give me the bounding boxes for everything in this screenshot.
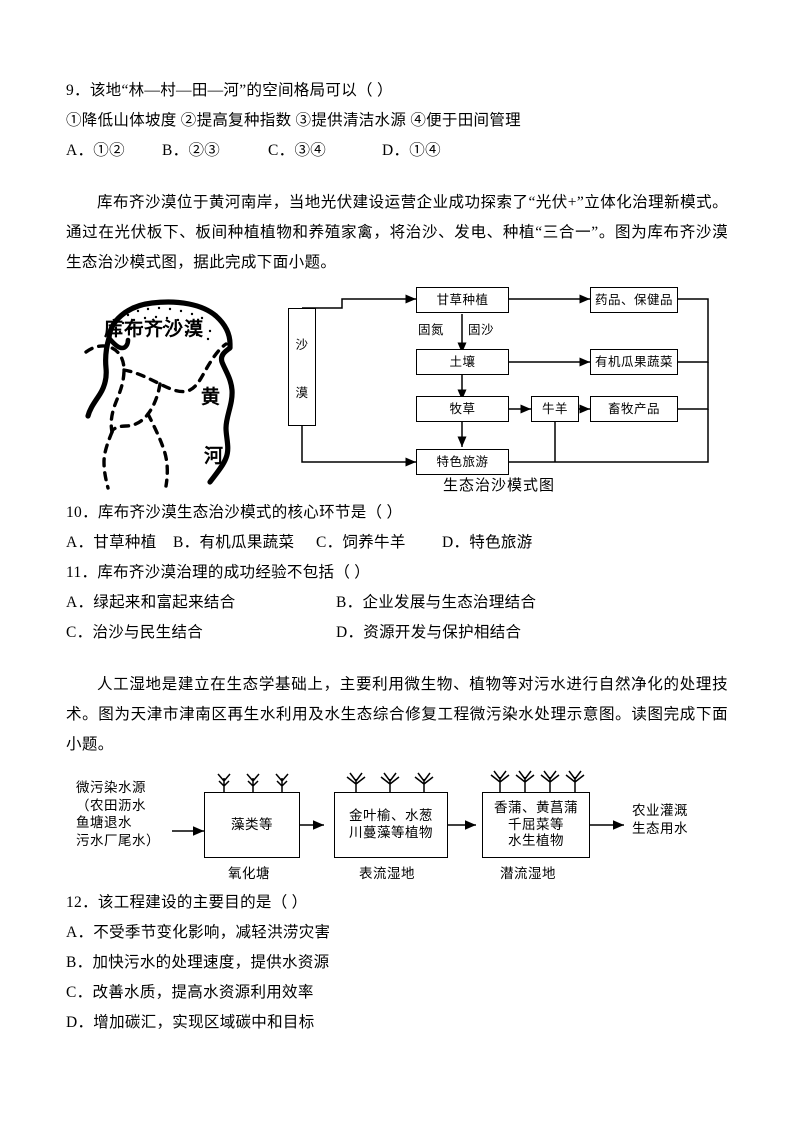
question-9-options: A．①② B．②③ C．③④ D．①④ xyxy=(66,136,728,166)
wetland-arrow-2 xyxy=(300,820,324,830)
map-label-desert-name: 库布齐沙漠 xyxy=(104,318,205,340)
kubuqi-map-outline xyxy=(84,299,235,490)
sand-stipple xyxy=(118,306,212,341)
grass-icon-subsurface-wetland xyxy=(490,770,585,792)
grass-icon-surface-wetland xyxy=(346,772,434,793)
question-12-option-a[interactable]: A．不受季节变化影响，减轻洪涝灾害 xyxy=(66,924,331,941)
wetland-stage-2-caption: 表流湿地 xyxy=(359,866,415,882)
flow-node-cattle: 牛羊 xyxy=(531,396,579,422)
flowchart-caption: 生态治沙模式图 xyxy=(443,476,556,494)
flow-node-tourism: 特色旅游 xyxy=(416,449,509,475)
question-9-option-d[interactable]: D．①④ xyxy=(382,142,441,159)
wetland-stage-1-box: 藻类等 xyxy=(204,792,300,858)
page-content: 9．该地“林—村—田—河”的空间格局可以（ ） ①降低山体坡度 ②提高复种指数 … xyxy=(66,76,728,1038)
eco-flowchart: 沙 漠 甘草种植 固氮 固沙 土壤 牧草 特色旅游 牛羊 药品、保健品 有机瓜果… xyxy=(278,286,728,498)
question-11-options-row-1: A．绿起来和富起来结合 B．企业发展与生态治理结合 xyxy=(66,588,728,618)
question-10-stem: 10．库布齐沙漠生态治沙模式的核心环节是（ ） xyxy=(66,504,403,521)
flow-node-medicine: 药品、保健品 xyxy=(590,287,678,313)
question-12-option-b[interactable]: B．加快污水的处理速度，提供水资源 xyxy=(66,954,330,971)
wetland-source-label: 微污染水源 （农田沥水 鱼塘退水 污水厂尾水） xyxy=(76,780,160,849)
question-9-option-b[interactable]: B．②③ xyxy=(162,142,221,159)
passage-kubuqi: 库布齐沙漠位于黄河南岸，当地光伏建设运营企业成功探索了“光伏+”立体化治理新模式… xyxy=(66,194,728,271)
flow-node-livestock: 畜牧产品 xyxy=(590,396,678,422)
question-10-options: A．甘草种植 B．有机瓜果蔬菜 C．饲养牛羊 D．特色旅游 xyxy=(66,528,728,558)
flow-node-forage: 牧草 xyxy=(416,396,509,422)
flow-node-desert-char1: 沙 xyxy=(295,336,309,352)
question-11-option-d[interactable]: D．资源开发与保护相结合 xyxy=(336,624,522,641)
question-9-option-a[interactable]: A．①② xyxy=(66,142,125,159)
question-12-option-c[interactable]: C．改善水质，提高水资源利用效率 xyxy=(66,984,314,1001)
figure-kubuqi: 库布齐沙漠 黄 河 xyxy=(66,286,728,498)
question-10-option-c[interactable]: C．饲养牛羊 xyxy=(316,534,406,551)
question-9-stem: 9．该地“林—村—田—河”的空间格局可以（ ） xyxy=(66,82,393,99)
flow-node-desert: 沙 漠 xyxy=(288,308,316,426)
question-11-options-row-2: C．治沙与民生结合 D．资源开发与保护相结合 xyxy=(66,618,728,648)
passage-wetland: 人工湿地是建立在生态学基础上，主要利用微生物、植物等对污水进行自然净化的处理技术… xyxy=(66,676,728,753)
question-10-option-a[interactable]: A．甘草种植 xyxy=(66,534,157,551)
question-10-option-d[interactable]: D．特色旅游 xyxy=(442,534,533,551)
flow-node-desert-char2: 漠 xyxy=(295,384,309,400)
question-9-statements: ①降低山体坡度 ②提高复种指数 ③提供清洁水源 ④便于田间管理 xyxy=(66,112,521,129)
map-label-river-huang: 黄 xyxy=(201,386,221,408)
wetland-arrow-3 xyxy=(448,820,476,830)
question-11-option-c[interactable]: C．治沙与民生结合 xyxy=(66,624,204,641)
wetland-arrow-4 xyxy=(590,820,624,830)
figure-wetland: 微污染水源 （农田沥水 鱼塘退水 污水厂尾水） 藻类等 氧化塘 xyxy=(76,770,728,888)
flow-node-soil: 土壤 xyxy=(416,349,509,375)
question-10-option-b[interactable]: B．有机瓜果蔬菜 xyxy=(173,534,295,551)
question-11-option-b[interactable]: B．企业发展与生态治理结合 xyxy=(336,594,537,611)
flow-edge-label-sandfix: 固沙 xyxy=(468,319,495,338)
grass-icon-pond xyxy=(217,773,289,793)
wetland-arrow-1 xyxy=(172,826,204,836)
flow-node-licorice: 甘草种植 xyxy=(416,287,509,313)
question-11-stem: 11．库布齐沙漠治理的成功经验不包括（ ） xyxy=(66,564,371,581)
administrative-boundary-dashed xyxy=(84,342,228,490)
question-12-option-d[interactable]: D．增加碳汇，实现区域碳中和目标 xyxy=(66,1014,315,1031)
map-label-river-he: 河 xyxy=(204,445,224,467)
flow-edge-label-nitrogen: 固氮 xyxy=(418,319,445,338)
wetland-output-label: 农业灌溉 生态用水 xyxy=(632,803,688,837)
flow-node-produce: 有机瓜果蔬菜 xyxy=(590,349,678,375)
question-11-option-a[interactable]: A．绿起来和富起来结合 xyxy=(66,594,236,611)
wetland-stage-2-box: 金叶榆、水葱 川蔓藻等植物 xyxy=(334,792,448,858)
wetland-stage-1-caption: 氧化塘 xyxy=(228,866,270,882)
wetland-stage-3-caption: 潜流湿地 xyxy=(500,866,556,882)
question-12-stem: 12．该工程建设的主要目的是（ ） xyxy=(66,894,308,911)
question-9-option-c[interactable]: C．③④ xyxy=(268,142,327,159)
wetland-stage-3-box: 香蒲、黄菖蒲 千屈菜等 水生植物 xyxy=(482,792,590,858)
flowchart-connectors xyxy=(301,294,709,467)
